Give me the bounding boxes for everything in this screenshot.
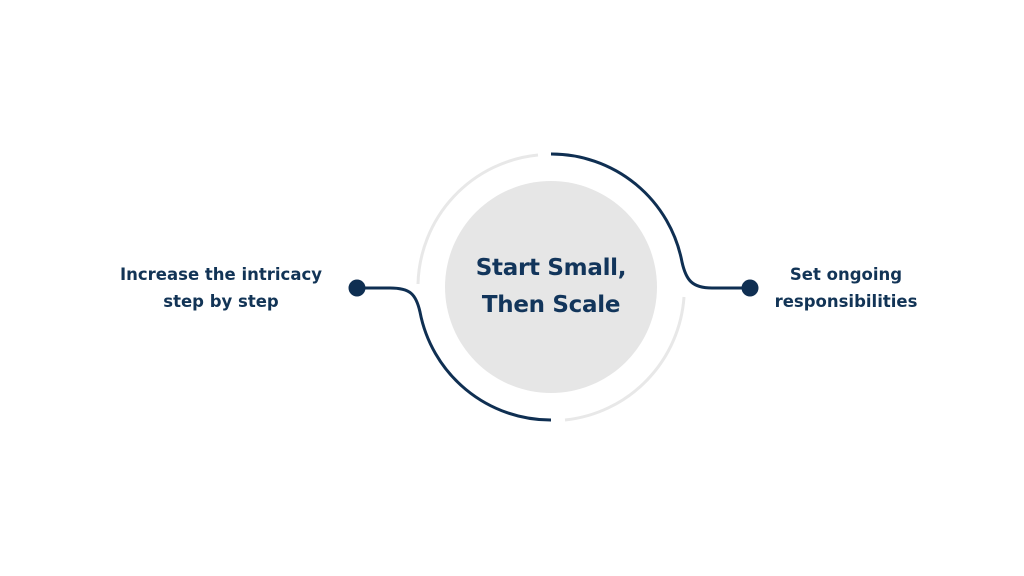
center-title-line2: Then Scale — [481, 292, 621, 318]
center-circle — [445, 181, 657, 393]
left-dot — [348, 279, 366, 297]
center-title-line1: Start Small, — [475, 255, 627, 281]
left-item-label: Increase the intricacy step by step — [91, 261, 351, 315]
connector-right — [550, 152, 750, 290]
light-ring-arc-top-left — [416, 153, 539, 285]
light-ring-arc-bottom-right — [564, 296, 686, 422]
left-item-line1: Increase the intricacy — [120, 265, 322, 284]
left-item-line2: step by step — [163, 292, 279, 311]
center-title: Start Small, Then Scale — [451, 250, 651, 324]
right-dot — [741, 279, 759, 297]
right-item-line1: Set ongoing — [789, 265, 903, 284]
right-item-line2: responsibilities — [774, 292, 918, 311]
right-item-label: Set ongoing responsibilities — [716, 261, 976, 315]
connector-left — [357, 286, 552, 422]
